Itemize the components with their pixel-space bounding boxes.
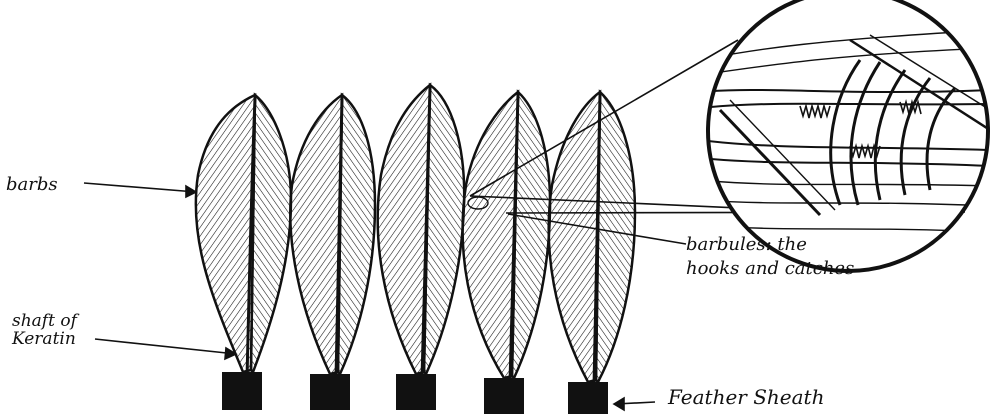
feather-sheath [568,382,608,414]
feather-vane-left [290,95,342,374]
feather-sheath [310,374,350,410]
label-feather-sheath: Feather Sheath [667,385,824,409]
feather-sheath [222,372,262,410]
label-shaft-line1: shaft of [12,311,80,331]
feather [290,95,375,410]
label-shaft-line2: Keratin [11,329,76,349]
feather-vane-right [251,95,291,372]
feather-vane-left [463,92,518,378]
label-barbules-line1: barbules: the [686,234,807,255]
feather-sheath [484,378,524,414]
feather-vane-right [596,92,635,382]
feather-vane-left [196,95,255,372]
feather-sheath [396,374,436,410]
feather [549,92,635,414]
feather [196,95,291,410]
feather [378,85,464,410]
feather [463,92,550,414]
magnified-barbules-lens [700,0,990,271]
label-barbules-line2: hooks and catches [686,258,854,279]
label-barbs: barbs [6,174,58,195]
feather-vane-right [338,95,375,374]
